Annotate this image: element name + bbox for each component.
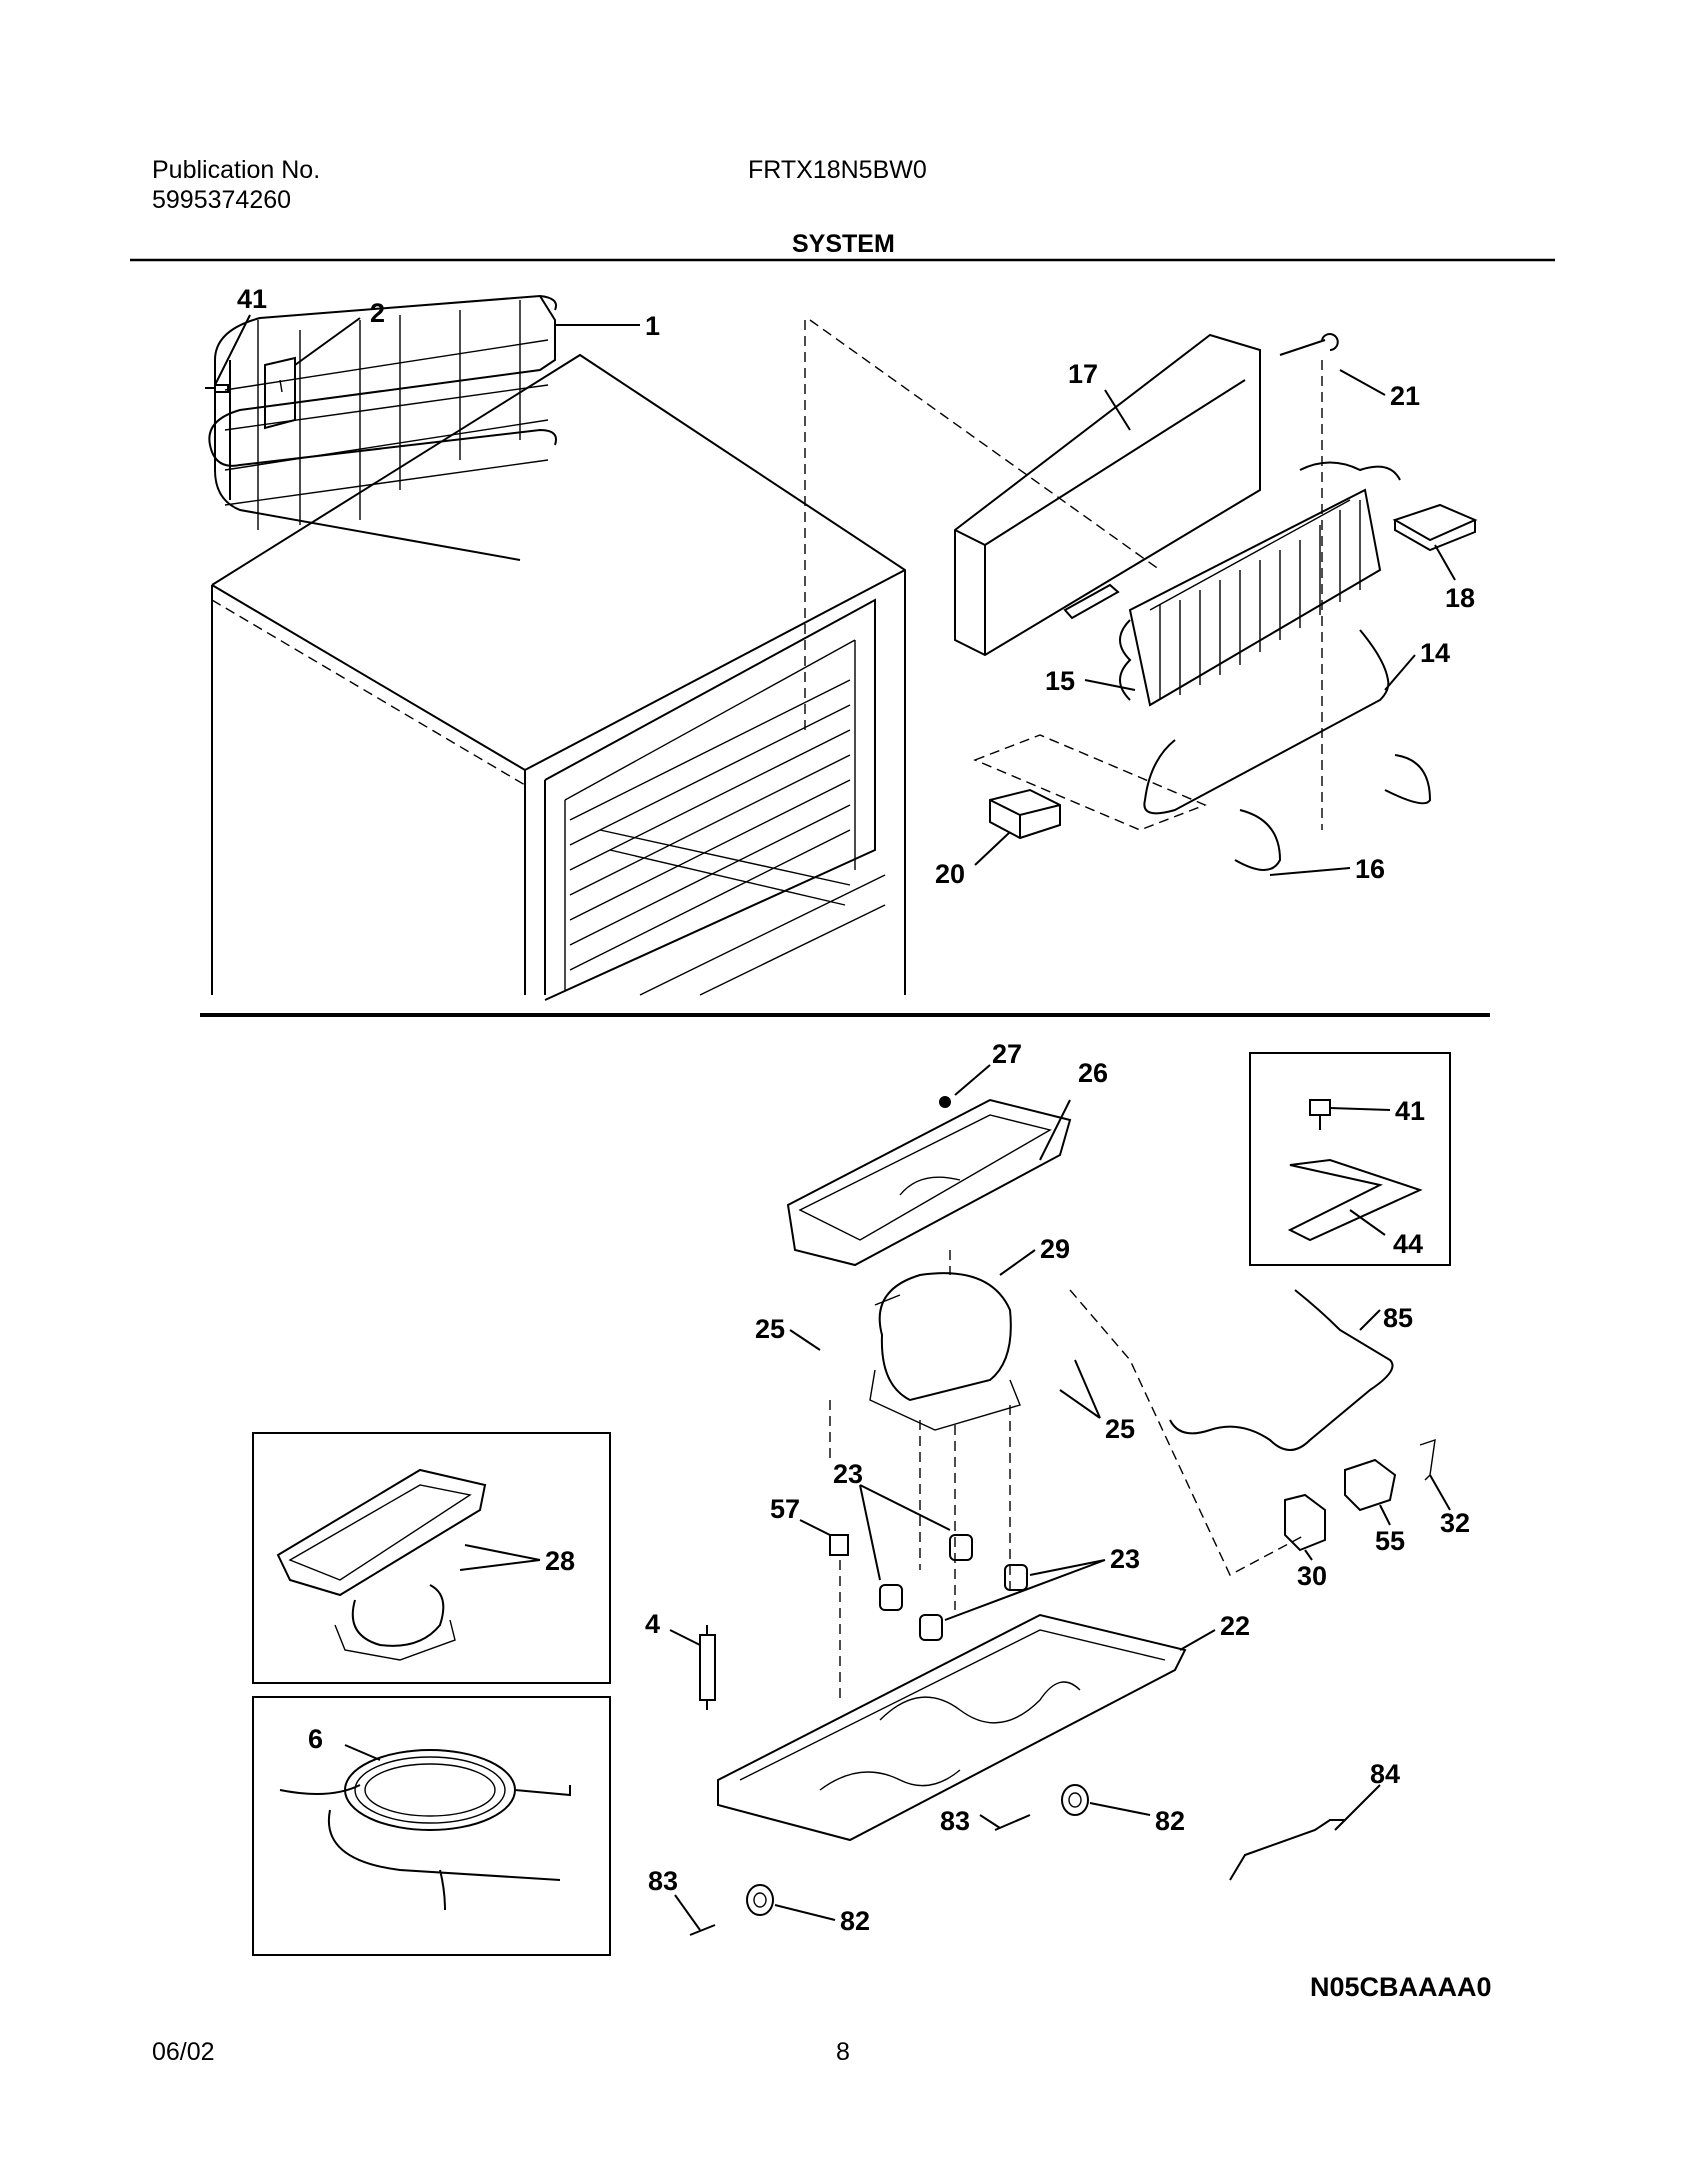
callout-2: 2 xyxy=(370,298,385,328)
accumulator xyxy=(1279,333,1339,830)
callout-4: 4 xyxy=(645,1609,660,1639)
callout-6: 6 xyxy=(308,1724,323,1754)
mount-bracket xyxy=(1287,1099,1423,1242)
callout-1: 1 xyxy=(645,311,660,341)
compressor-base xyxy=(717,1613,1187,1842)
callout-29: 29 xyxy=(1040,1234,1070,1264)
roller-rear xyxy=(1061,1784,1089,1816)
callout-15: 15 xyxy=(1045,666,1075,696)
callout-22: 22 xyxy=(1220,1611,1250,1641)
drain-pan xyxy=(786,1096,1072,1267)
tube-85 xyxy=(1169,1289,1394,1451)
relay xyxy=(1344,1458,1397,1512)
screw xyxy=(205,384,229,393)
callout-84: 84 xyxy=(1370,1759,1400,1789)
callout-labels: 41 2 1 17 21 18 15 14 20 16 27 26 41 44 … xyxy=(237,284,1475,1936)
drain-heater xyxy=(1143,629,1390,815)
overload xyxy=(1284,1493,1326,1552)
callout-82-right: 82 xyxy=(1155,1806,1185,1836)
callout-23-top: 23 xyxy=(833,1459,863,1489)
footer-date: 06/02 xyxy=(152,2038,215,2066)
publication-number: 5995374260 xyxy=(152,186,292,214)
wire-32 xyxy=(1419,1438,1436,1481)
screw-83a xyxy=(689,1924,716,1936)
callout-25-right: 25 xyxy=(1105,1414,1135,1444)
callout-20: 20 xyxy=(935,859,965,889)
drawing-code: N05CBAAAA0 xyxy=(1310,1972,1492,2002)
inset-box-bracket xyxy=(1249,1052,1451,1266)
callout-21: 21 xyxy=(1390,381,1420,411)
inset-box-pan xyxy=(252,1432,611,1684)
callout-83-right: 83 xyxy=(940,1806,970,1836)
condenser-coil xyxy=(208,294,557,561)
callout-28: 28 xyxy=(545,1546,575,1576)
callout-23-right: 23 xyxy=(1110,1544,1140,1574)
callout-82-left: 82 xyxy=(840,1906,870,1936)
leader-lines xyxy=(214,314,1456,1931)
model-number: FRTX18N5BW0 xyxy=(748,156,927,184)
callout-41-inset: 41 xyxy=(1395,1096,1425,1126)
power-cord xyxy=(279,1749,571,1911)
clip-57 xyxy=(829,1534,849,1700)
pan-assembly xyxy=(276,1468,487,1661)
callout-25-left: 25 xyxy=(755,1314,785,1344)
evaporator-cover xyxy=(809,319,1261,657)
insulation-block xyxy=(1392,503,1478,552)
callout-17: 17 xyxy=(1068,359,1098,389)
callout-14: 14 xyxy=(1420,638,1450,668)
callout-44: 44 xyxy=(1393,1229,1423,1259)
callout-27: 27 xyxy=(992,1039,1022,1069)
callout-18: 18 xyxy=(1445,583,1475,613)
drier xyxy=(699,1625,716,1710)
publication-label: Publication No. xyxy=(152,156,321,184)
callout-57: 57 xyxy=(770,1494,800,1524)
tube-84 xyxy=(1229,1819,1345,1881)
bracket xyxy=(264,356,296,430)
callout-30: 30 xyxy=(1297,1561,1327,1591)
evaporator xyxy=(1119,461,1401,707)
screw-83b xyxy=(994,1814,1031,1831)
callout-85: 85 xyxy=(1383,1303,1413,1333)
roller-front xyxy=(746,1884,774,1916)
callout-26: 26 xyxy=(1078,1058,1108,1088)
compressor xyxy=(829,1250,1306,1610)
cabinet xyxy=(211,320,906,1001)
grommets xyxy=(879,1534,1028,1641)
callout-16: 16 xyxy=(1355,854,1385,884)
callout-55: 55 xyxy=(1375,1526,1405,1556)
callout-83-left: 83 xyxy=(648,1866,678,1896)
callout-41-top: 41 xyxy=(237,284,267,314)
inset-box-cord xyxy=(252,1696,611,1956)
callout-32: 32 xyxy=(1440,1508,1470,1538)
page-number: 8 xyxy=(836,2038,850,2066)
clips xyxy=(1234,754,1432,871)
pad xyxy=(973,734,1207,840)
section-title: SYSTEM xyxy=(792,230,895,258)
